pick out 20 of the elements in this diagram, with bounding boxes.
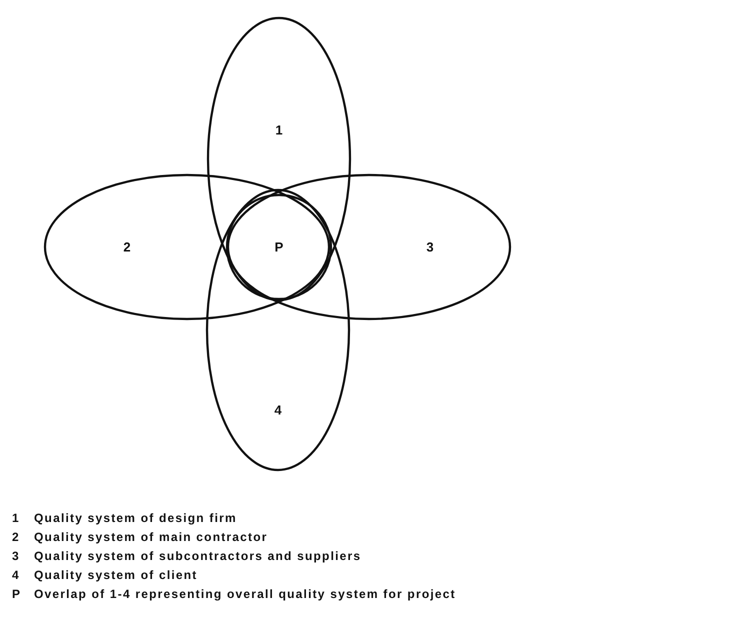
legend-text: Quality system of client <box>34 567 199 583</box>
legend-text: Quality system of design firm <box>34 510 238 526</box>
legend-key: 2 <box>12 529 34 545</box>
region-number: P <box>274 240 284 254</box>
legend-key: 1 <box>12 510 34 526</box>
ellipse <box>208 18 350 300</box>
legend-key: P <box>12 586 34 602</box>
region-number: 3 <box>426 240 434 254</box>
region-number: 4 <box>274 402 282 418</box>
region-number: 2 <box>123 240 131 254</box>
region-number: 1 <box>275 122 283 138</box>
legend-text: Quality system of subcontractors and suppliers <box>34 548 362 564</box>
ellipse <box>228 175 510 319</box>
ellipse <box>207 190 349 470</box>
legend-key: 3 <box>12 548 34 564</box>
legend-text: Quality system of main contractor <box>34 529 269 545</box>
legend-key: 4 <box>12 567 34 583</box>
ellipse <box>227 195 331 299</box>
ellipse <box>45 175 329 319</box>
legend-text: Overlap of 1-4 representing overall quality system for project <box>34 586 456 602</box>
